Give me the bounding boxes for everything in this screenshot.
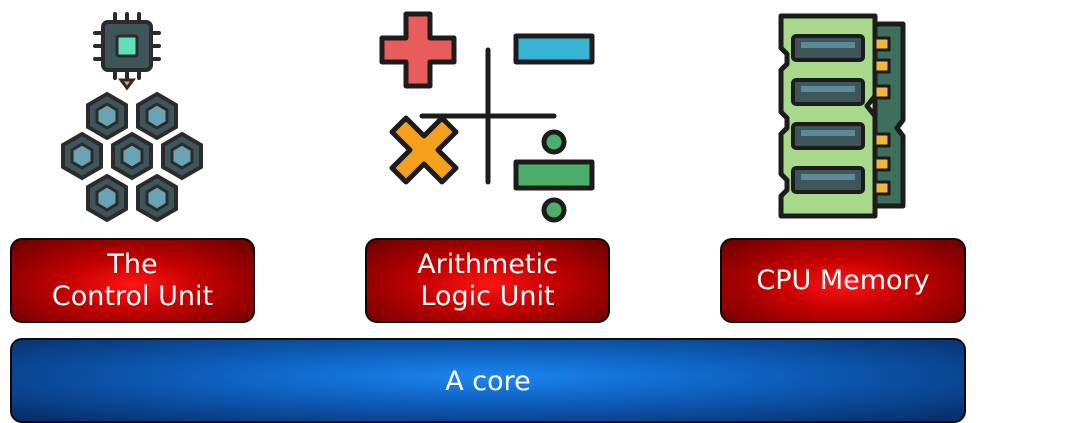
memory-box: CPU Memory xyxy=(720,238,966,323)
alu-label: Arithmetic Logic Unit xyxy=(417,248,558,312)
ram-module-icon xyxy=(778,13,906,219)
chip-cluster-icon xyxy=(61,12,203,223)
core-bar: A core xyxy=(10,338,966,423)
control-unit-box: The Control Unit xyxy=(10,238,255,323)
core-label: A core xyxy=(445,366,531,397)
math-operations-icon xyxy=(379,11,595,223)
control-unit-label: The Control Unit xyxy=(51,248,214,312)
alu-box: Arithmetic Logic Unit xyxy=(365,238,610,323)
memory-label: CPU Memory xyxy=(756,264,930,296)
